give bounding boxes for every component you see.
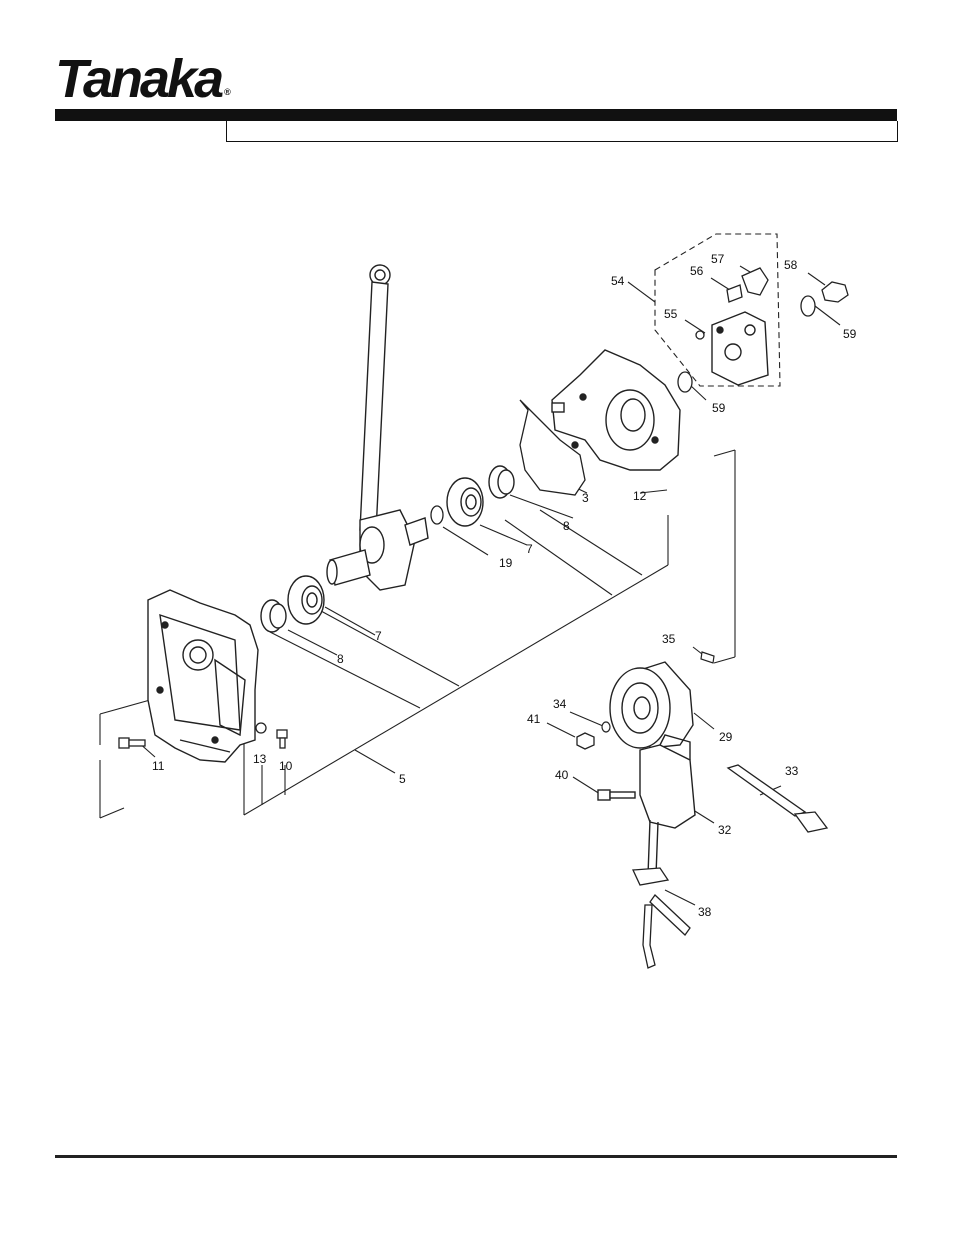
callout-10: 10 xyxy=(279,759,293,773)
callout-55: 55 xyxy=(664,307,678,321)
spark-plug-wire-33-drawing xyxy=(728,765,827,832)
bearing-7-right-drawing xyxy=(447,478,483,526)
crankshaft-drawing xyxy=(327,265,428,590)
callout-7-left: 7 xyxy=(375,629,382,643)
key-35-drawing xyxy=(701,652,714,663)
callout-32: 32 xyxy=(718,823,732,837)
nut-58-drawing xyxy=(822,282,848,302)
callout-33: 33 xyxy=(785,764,799,778)
washer-13-drawing xyxy=(256,723,266,733)
callout-7-right: 7 xyxy=(526,542,533,556)
circlip-19-drawing xyxy=(431,506,443,524)
callout-38: 38 xyxy=(698,905,712,919)
callout-12: 12 xyxy=(633,489,647,503)
flywheel-29-drawing xyxy=(610,662,693,748)
callout-59-left: 59 xyxy=(712,401,726,415)
screw-10-drawing xyxy=(277,730,287,748)
block-54-drawing xyxy=(712,312,768,385)
callout-57: 57 xyxy=(711,252,725,266)
callout-11: 11 xyxy=(152,759,165,773)
nut-41-drawing xyxy=(577,733,594,749)
seal-8-right-drawing xyxy=(489,466,514,498)
washer-34-drawing xyxy=(602,722,610,732)
callout-34: 34 xyxy=(553,697,567,711)
bolt-11-drawing xyxy=(119,738,145,748)
callout-58: 58 xyxy=(784,258,798,272)
part-55-drawing xyxy=(696,331,704,339)
callout-19: 19 xyxy=(499,556,513,570)
callout-41: 41 xyxy=(527,712,541,726)
screw-56-drawing xyxy=(727,285,742,302)
grommet-38-drawing xyxy=(633,868,690,968)
washer-59-left-drawing xyxy=(678,372,692,392)
callout-13: 13 xyxy=(253,752,267,766)
callout-56: 56 xyxy=(690,264,704,278)
callout-8-left: 8 xyxy=(337,652,344,666)
callout-59-right: 59 xyxy=(843,327,857,341)
callout-40: 40 xyxy=(555,768,569,782)
crankcase-left-drawing xyxy=(148,590,258,762)
seal-8-left-drawing xyxy=(261,600,286,632)
washer-59-right-drawing xyxy=(801,296,815,316)
ignition-coil-32-drawing xyxy=(598,735,695,875)
callout-3: 3 xyxy=(582,491,589,505)
elbow-57-drawing xyxy=(742,268,768,295)
callout-35: 35 xyxy=(662,632,676,646)
callout-29: 29 xyxy=(719,730,733,744)
callout-5: 5 xyxy=(399,772,406,786)
callout-54: 54 xyxy=(611,274,625,288)
callout-8-right: 8 xyxy=(563,519,570,533)
footer-rule xyxy=(55,1155,897,1158)
bearing-7-left-drawing xyxy=(288,576,324,624)
